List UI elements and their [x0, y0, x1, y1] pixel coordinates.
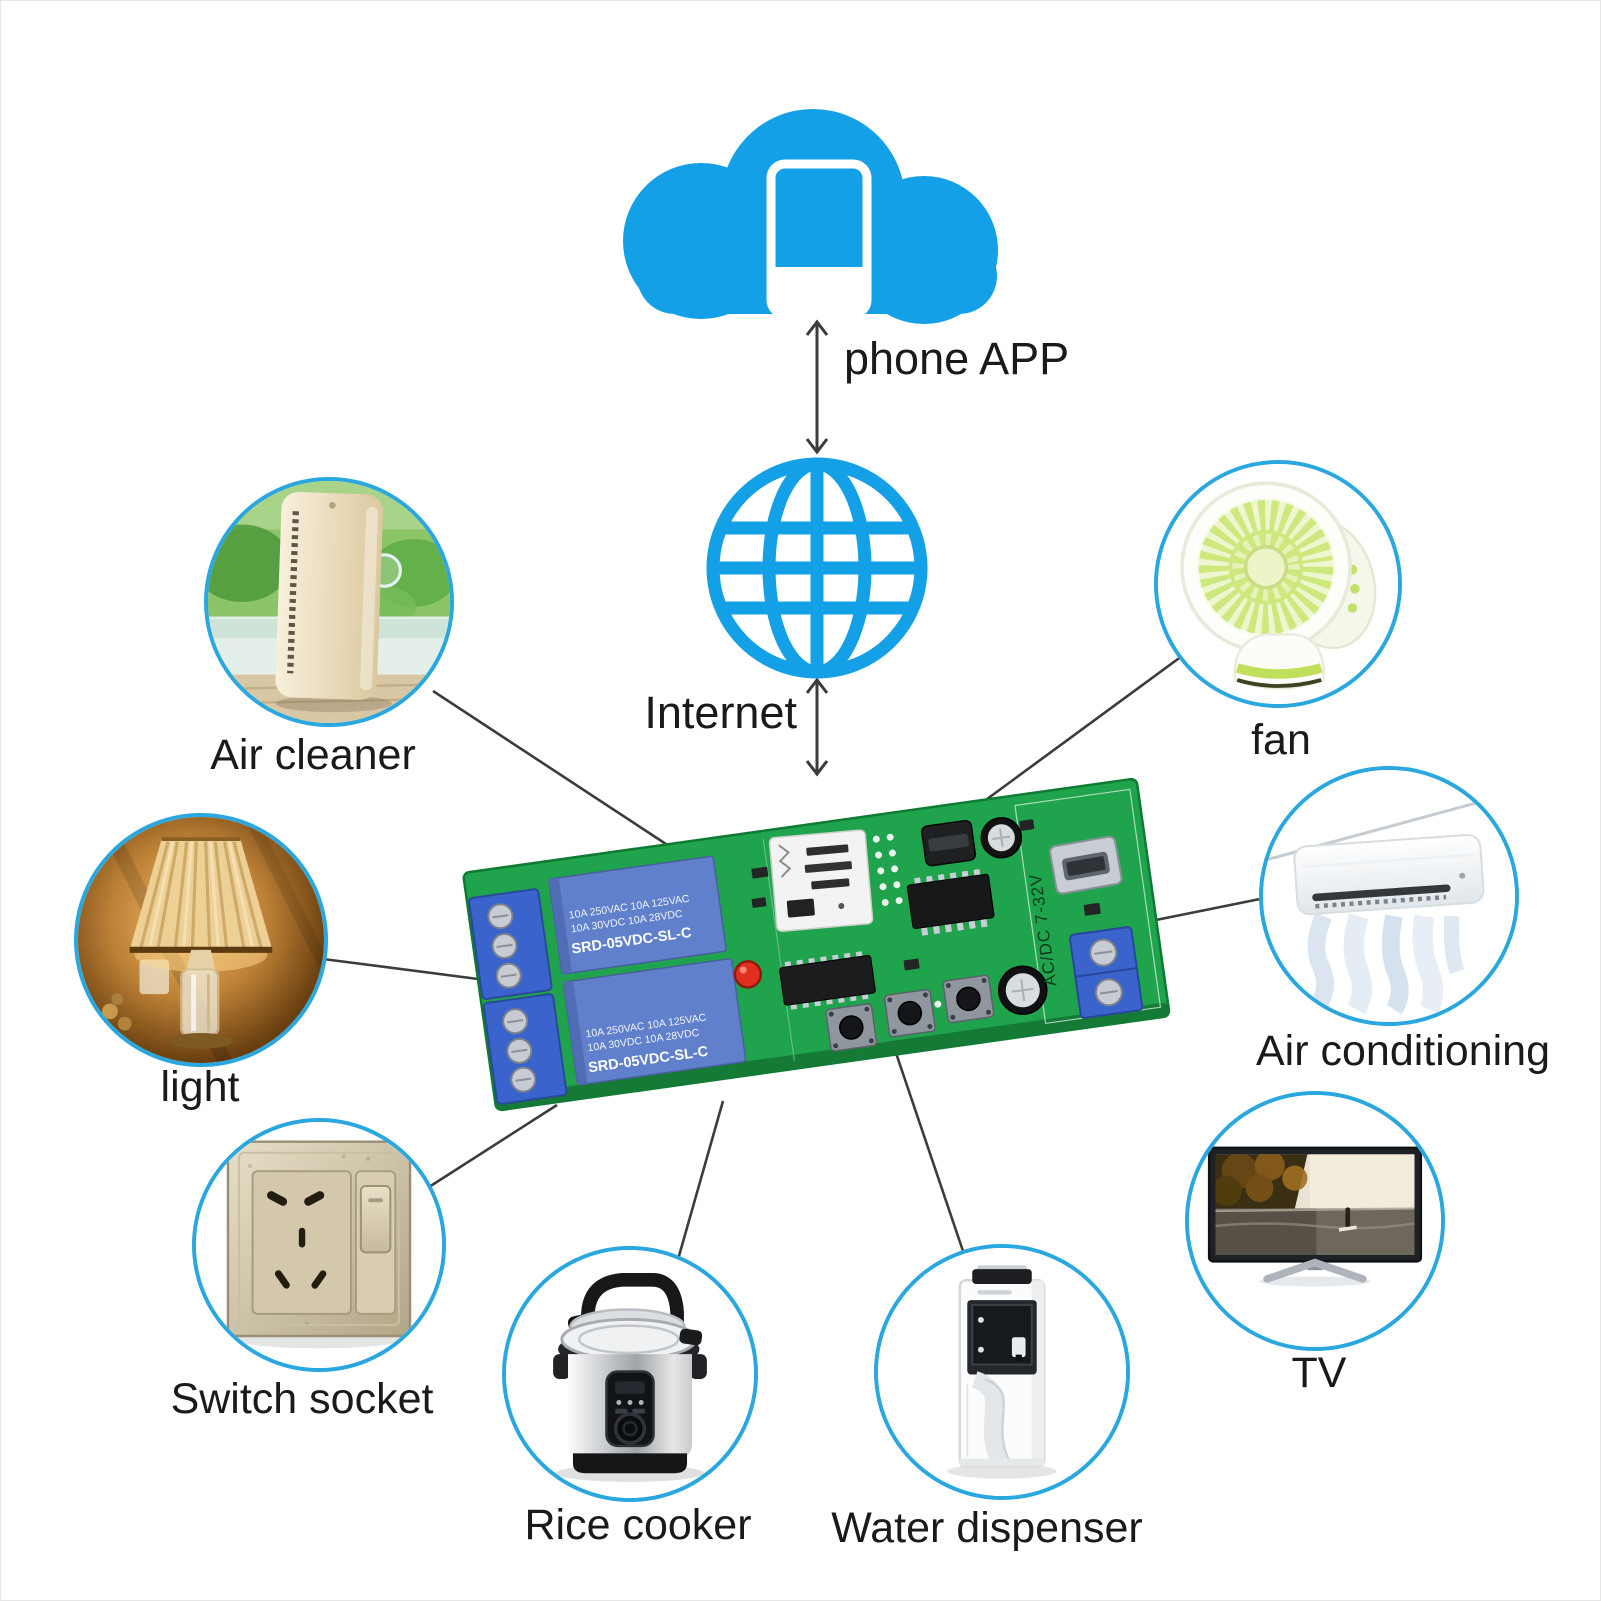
- light-image: [78, 817, 324, 1063]
- relay-module-board: 10A 250VAC 10A 125VAC 10A 30VDC 10A 28VD…: [462, 777, 1171, 1112]
- screw-terminal-2pin: [1069, 926, 1144, 1019]
- internet-globe-icon: [706, 457, 928, 679]
- label-internet: Internet: [644, 687, 797, 738]
- soic-chip: [779, 951, 876, 1010]
- tv-image: [1189, 1095, 1441, 1347]
- appliance-circle-light: [74, 813, 328, 1067]
- label-air-cleaner: Air cleaner: [210, 731, 416, 779]
- relay-2: 10A 250VAC 10A 125VAC 10A 30VDC 10A 28VD…: [562, 958, 747, 1086]
- relay-1: 10A 250VAC 10A 125VAC 10A 30VDC 10A 28VD…: [548, 855, 727, 975]
- push-button-3: [942, 974, 995, 1024]
- ic-chip-2: [906, 869, 995, 936]
- appliance-circle-rice-cooker: [502, 1246, 758, 1502]
- red-led: [733, 960, 763, 989]
- arrow-internet-board: [805, 677, 829, 777]
- label-switch-socket: Switch socket: [170, 1375, 434, 1423]
- air-conditioning-image: [1263, 770, 1515, 1022]
- label-air-conditioning: Air conditioning: [1255, 1027, 1551, 1075]
- arrow-cloud-internet: [805, 319, 829, 455]
- label-water-dispenser: Water dispenser: [831, 1504, 1143, 1552]
- label-tv: TV: [1291, 1349, 1347, 1397]
- capacitor-large: [998, 965, 1048, 1015]
- connector-water-dispenser: [894, 1052, 966, 1255]
- connector-fan: [982, 654, 1183, 804]
- appliance-circle-switch-socket: [192, 1118, 446, 1372]
- connector-rice-cooker: [675, 1100, 725, 1264]
- label-phone-app: phone APP: [844, 333, 1070, 384]
- fan-image: [1158, 464, 1398, 704]
- wifi-module: [768, 829, 874, 933]
- water-dispenser-image: [878, 1248, 1126, 1496]
- micro-usb-port: [1049, 835, 1123, 895]
- appliance-circle-tv: [1185, 1091, 1445, 1351]
- phone-icon: [766, 159, 872, 319]
- smd-components: [751, 819, 1101, 971]
- label-light: light: [160, 1063, 240, 1111]
- rice-cooker-image: [506, 1250, 754, 1498]
- switch-socket-image: [196, 1122, 442, 1368]
- appliance-circle-water-dispenser: [874, 1244, 1130, 1500]
- label-fan: fan: [1251, 716, 1311, 764]
- screw-terminal-3pin-a: [468, 888, 553, 1000]
- appliance-circle-fan: [1154, 460, 1402, 708]
- push-button-2: [883, 988, 936, 1038]
- connector-air-cleaner: [432, 689, 670, 848]
- appliance-circle-air-cleaner: [204, 477, 454, 727]
- connector-switch-socket: [428, 1103, 558, 1189]
- label-rice-cooker: Rice cooker: [524, 1501, 752, 1549]
- push-button-1: [825, 1003, 878, 1052]
- inductor: [921, 819, 977, 867]
- appliance-circle-air-conditioning: [1259, 766, 1519, 1026]
- capacitor-small: [980, 816, 1023, 859]
- air-cleaner-image: [208, 481, 450, 723]
- screw-terminal-3pin-b: [482, 993, 568, 1105]
- connector-air-conditioning: [1150, 896, 1266, 923]
- connector-light: [322, 957, 479, 981]
